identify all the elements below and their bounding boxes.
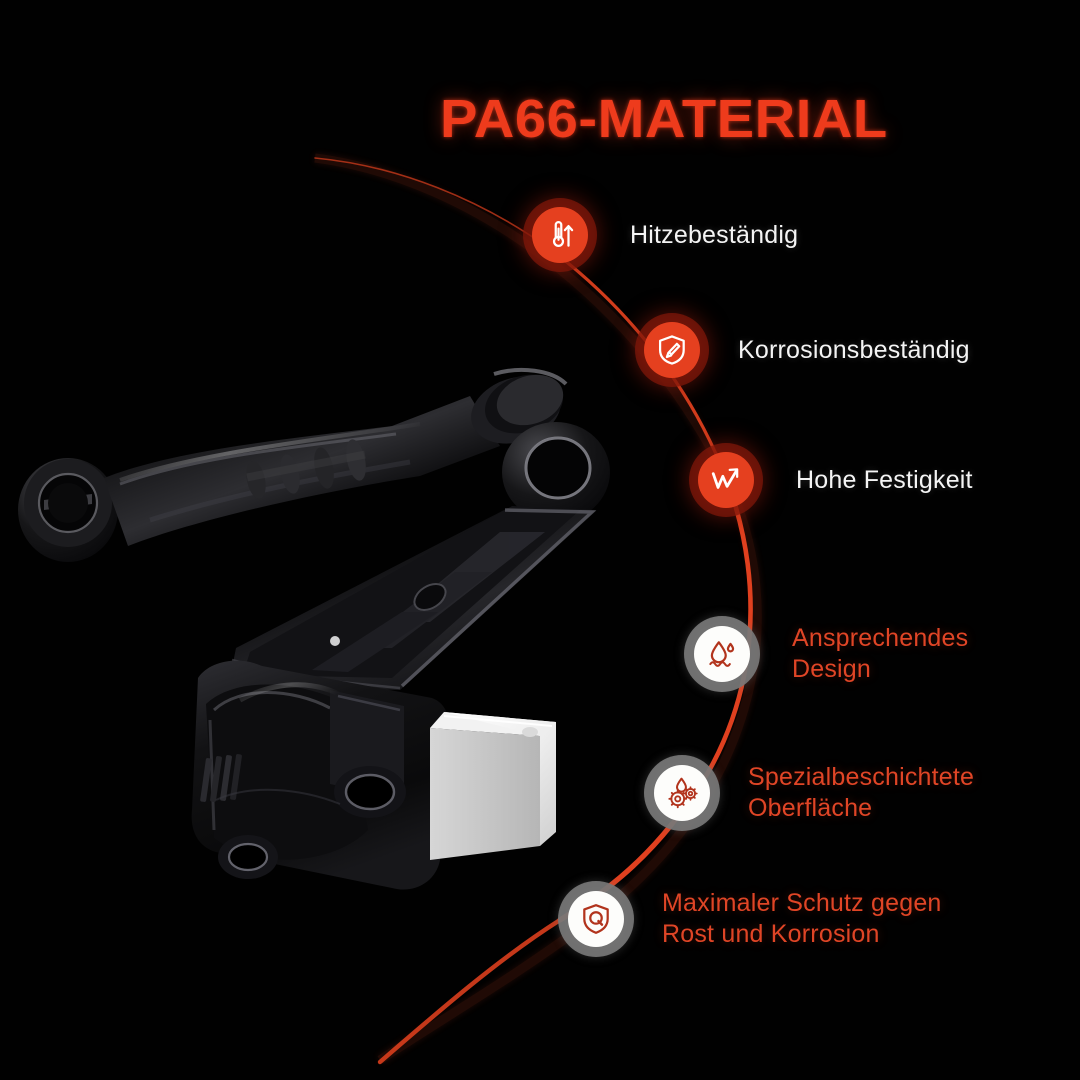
drop-gears-icon — [654, 764, 710, 821]
white-connector-block — [430, 712, 556, 860]
feature-label: Hitzebeständig — [630, 220, 799, 249]
shield-quality-icon — [568, 890, 624, 947]
feature-item-special-coating[interactable]: Spezialbeschichtete Oberfläche — [654, 762, 974, 823]
feature-label: Korrosionsbeständig — [738, 335, 970, 364]
feature-item-heat-resistant[interactable]: Hitzebeständig — [532, 207, 798, 263]
feature-label: Ansprechendes Design — [792, 624, 969, 683]
growth-arrow-icon — [698, 452, 754, 508]
water-drop-waves-icon — [694, 625, 750, 682]
cylinder-port-small — [218, 835, 278, 879]
feature-label: Spezialbeschichtete Oberfläche — [748, 763, 975, 822]
thermometer-arrow-up-icon — [532, 207, 588, 263]
cylinder-port-large — [330, 690, 406, 818]
fin-detail — [200, 754, 242, 802]
product-image — [18, 367, 610, 890]
feature-item-corrosion-resistant[interactable]: Korrosionsbeständig — [644, 322, 970, 378]
feature-item-maximum-protection[interactable]: Maximaler Schutz gegen Rost und Korrosio… — [568, 888, 942, 949]
feature-label: Hohe Festigkeit — [796, 465, 973, 494]
housing-body — [191, 660, 450, 890]
page-title: PA66-MATERIAL — [440, 89, 888, 149]
shield-corrosion-icon — [644, 322, 700, 378]
feature-item-high-strength[interactable]: Hohe Festigkeit — [698, 452, 973, 508]
feature-item-attractive-design[interactable]: Ansprechendes Design — [694, 623, 968, 684]
feature-label: Maximaler Schutz gegen Rost und Korrosio… — [662, 889, 942, 948]
